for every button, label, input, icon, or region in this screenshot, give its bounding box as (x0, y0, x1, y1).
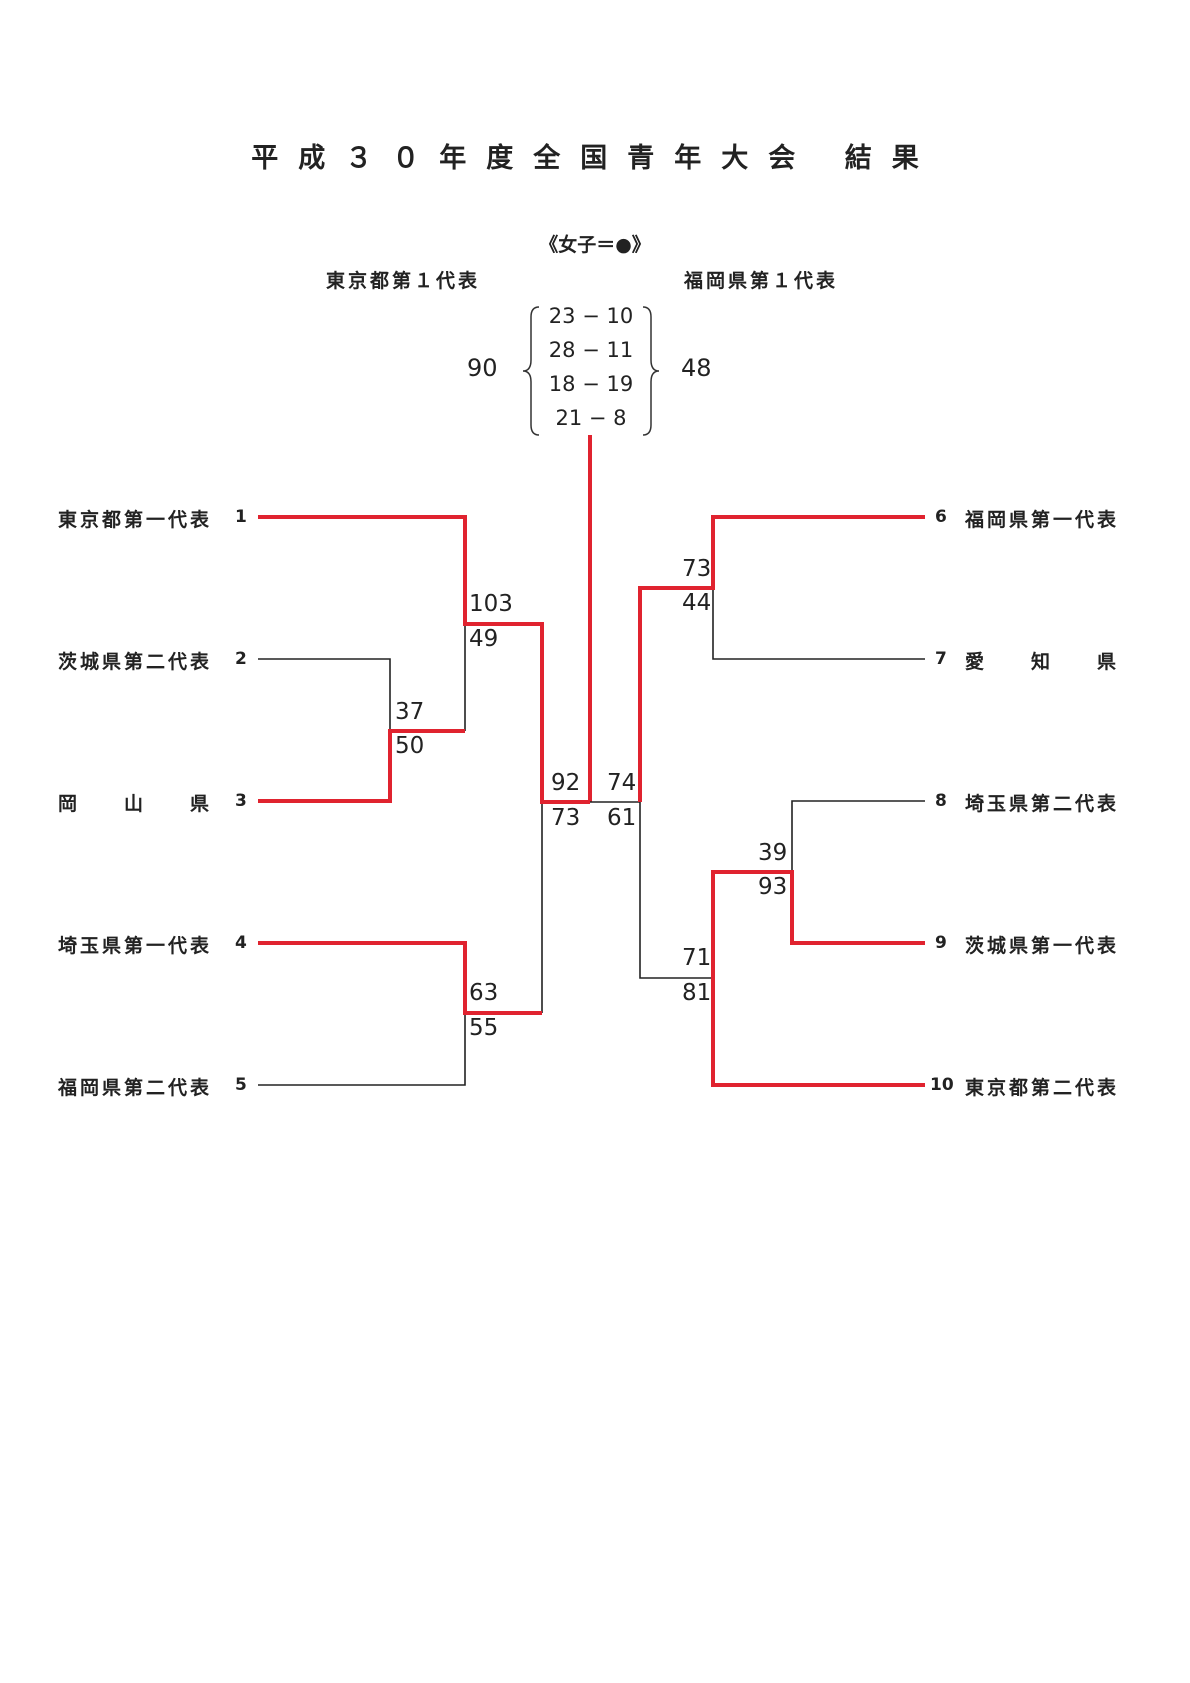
subtitle: 《女子＝●》 (539, 234, 651, 256)
bracket-line-team7 (712, 588, 925, 660)
team-seed: 2 (235, 649, 247, 669)
final-quarter-4: 21 − 8 (555, 406, 627, 430)
score-m23-bot: 50 (395, 733, 425, 759)
team-name: 東京都第一代表 (58, 509, 213, 531)
score-m1-top: 103 (469, 591, 513, 617)
bracket-line-team5 (258, 1013, 466, 1086)
final-quarter-2: 28 − 11 (548, 338, 634, 362)
bracket-line-team2 (258, 658, 391, 731)
score-semi-left-top: 92 (551, 770, 581, 796)
team-seed: 5 (235, 1075, 247, 1095)
score-m89-bot: 93 (758, 874, 788, 900)
score-m10-bot: 81 (682, 980, 712, 1006)
score-m10-top: 71 (682, 945, 712, 971)
team-name: 茨城県第二代表 (58, 651, 213, 673)
team-seed: 1 (235, 507, 247, 527)
score-m67-top: 73 (682, 556, 712, 582)
final-quarter-3: 18 − 19 (548, 372, 634, 396)
team-name: 埼玉県第二代表 (965, 793, 1120, 815)
score-m89-top: 39 (758, 840, 788, 866)
team-name: 茨城県第一代表 (965, 935, 1120, 957)
bracket-line-team1 (258, 515, 590, 804)
team-seed: 3 (235, 791, 247, 811)
team-seed: 7 (935, 649, 947, 669)
team-name: 埼玉県第一代表 (58, 935, 213, 957)
score-m23-top: 37 (395, 699, 425, 725)
bracket-line-team10 (711, 978, 925, 1087)
team-seed: 9 (935, 933, 947, 953)
team-name: 東京都第二代表 (965, 1077, 1120, 1099)
score-m45-top: 63 (469, 980, 499, 1006)
team-name: 愛 知 県 (965, 651, 1120, 673)
score-semi-right-top: 74 (607, 770, 637, 796)
page-title: 平成３０年度全国青年大会 結果 (251, 143, 939, 174)
score-m1-bot: 49 (469, 626, 499, 652)
team-seed: 6 (935, 507, 947, 527)
team-name: 福岡県第一代表 (965, 509, 1120, 531)
bracket-line-semi-right (590, 801, 713, 979)
team-name: 福岡県第二代表 (58, 1077, 213, 1099)
final-left-total: 90 (467, 354, 498, 382)
final-left-team: 東京都第１代表 (326, 270, 481, 292)
bracket-line-team3 (258, 729, 465, 803)
team-seed: 8 (935, 791, 947, 811)
bracket-line-team8 (791, 800, 925, 872)
score-semi-left-bot: 73 (551, 805, 581, 831)
score-m45-bot: 55 (469, 1015, 499, 1041)
score-m67-bot: 44 (682, 590, 712, 616)
team-seed: 4 (235, 933, 247, 953)
final-right-team: 福岡県第１代表 (684, 270, 839, 292)
team-seed: 10 (930, 1075, 954, 1095)
score-semi-right-bot: 61 (607, 805, 637, 831)
right-brace (642, 306, 660, 436)
final-quarter-1: 23 − 10 (548, 304, 634, 328)
bracket-line-team9 (711, 870, 925, 978)
bracket-line-team6 (638, 515, 925, 802)
final-right-total: 48 (681, 354, 712, 382)
team-name: 岡 山 県 (58, 793, 213, 815)
bracket-line-team4 (258, 941, 542, 1015)
left-brace (522, 306, 540, 436)
